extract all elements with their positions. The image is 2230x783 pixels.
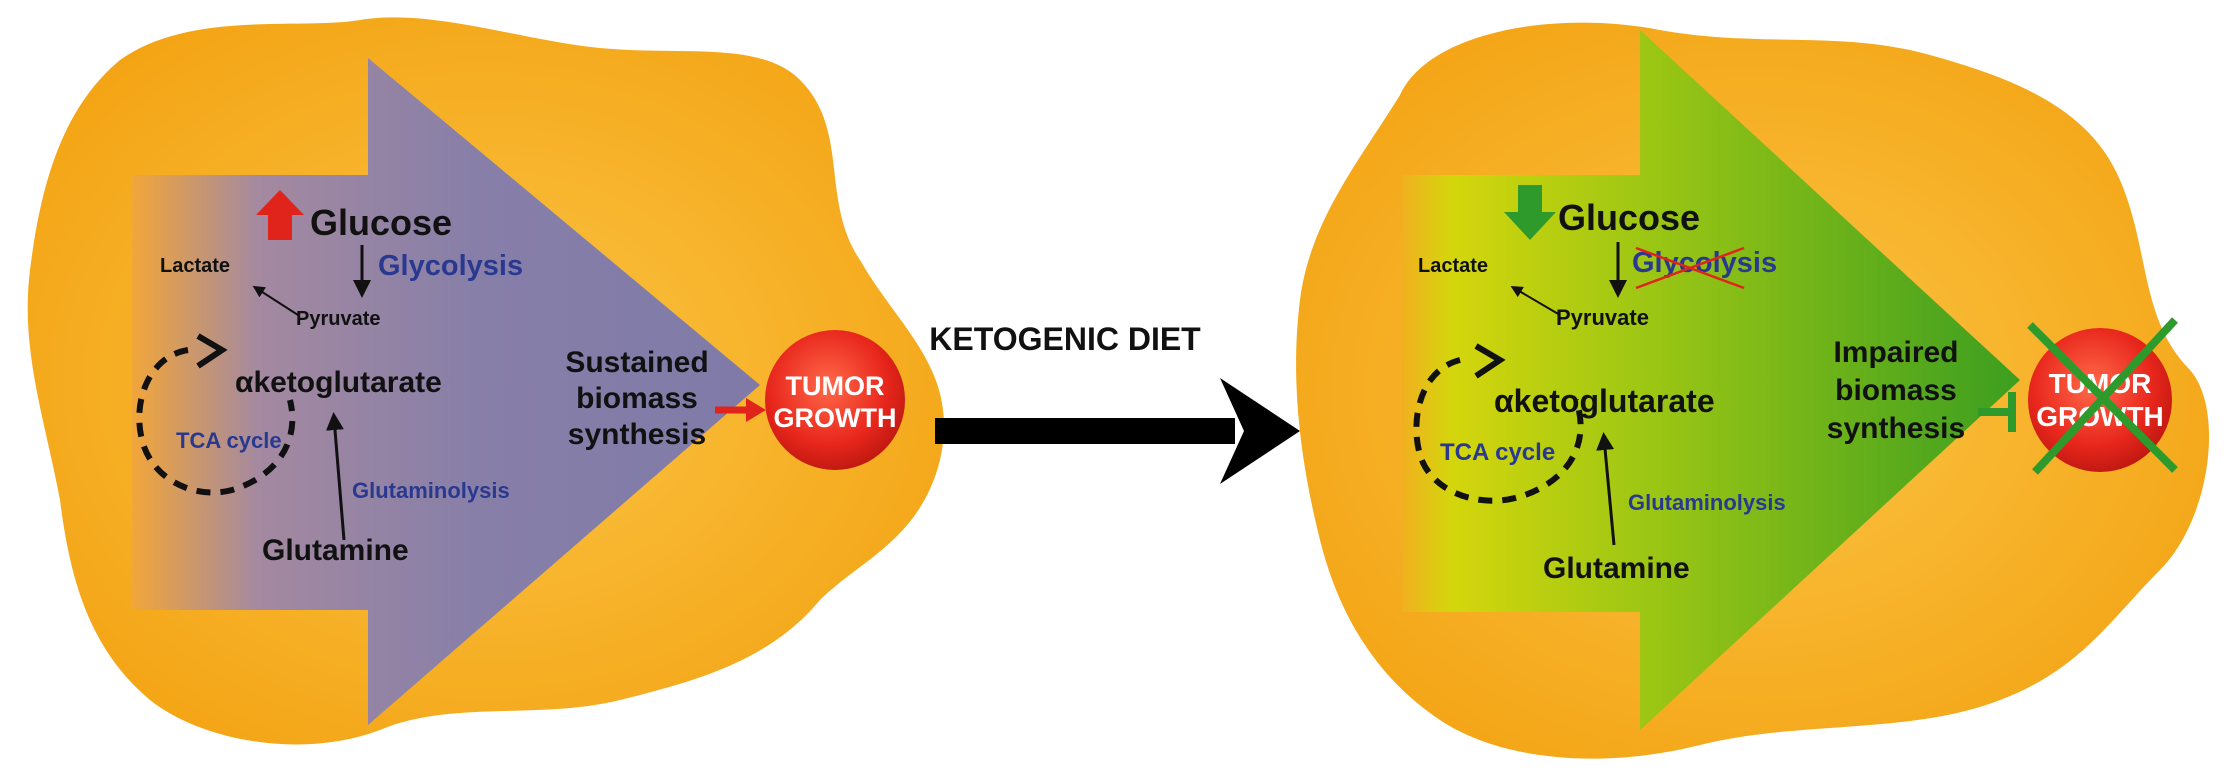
left-glutamine-label: Glutamine <box>262 534 409 567</box>
right-panel: Glucose Glycolysis Lactate Pyruvate TCA … <box>1296 22 2210 759</box>
left-glutaminolysis-label: Glutaminolysis <box>352 478 510 503</box>
right-tca-cycle-icon <box>1413 357 1584 504</box>
center-transition: KETOGENIC DIET <box>929 321 1300 484</box>
glucose-decrease-arrow-icon <box>1504 185 1556 240</box>
left-tumor-circle <box>765 330 905 470</box>
left-akg-label: αketoglutarate <box>235 366 442 399</box>
right-pathway-arrow <box>1402 30 2020 730</box>
right-pyruvate-label: Pyruvate <box>1556 305 1649 330</box>
left-outcome-line3: synthesis <box>568 418 706 451</box>
left-outcome-line2: biomass <box>576 382 698 415</box>
right-glutamine-label: Glutamine <box>1543 552 1690 585</box>
right-inhibit-bar-icon <box>1978 392 2016 432</box>
glucose-increase-arrow-icon <box>256 190 304 240</box>
right-tca-arrowhead-icon <box>1474 343 1506 379</box>
left-panel: Glucose Glycolysis Lactate Pyruvate TCA … <box>27 17 944 745</box>
right-lactate-arrow-icon <box>1510 285 1561 316</box>
ketogenic-arrow-head-icon <box>1220 378 1300 484</box>
right-outcome-line1: Impaired <box>1833 336 1958 369</box>
right-glucose-label: Glucose <box>1558 197 1700 238</box>
left-lactate-label: Lactate <box>160 255 230 277</box>
glycolysis-blocked-icon <box>1635 246 1745 290</box>
right-outcome-line3: synthesis <box>1827 412 1965 445</box>
left-lactate-arrow-icon <box>252 285 299 316</box>
ketogenic-diet-label: KETOGENIC DIET <box>929 321 1201 357</box>
right-glutamine-arrow-icon <box>1596 432 1616 546</box>
left-glutamine-arrow-icon <box>326 412 346 541</box>
tumor-blocked-x-icon <box>2027 317 2178 475</box>
left-tca-arrowhead-icon <box>196 333 228 369</box>
left-outcome-line1: Sustained <box>565 346 708 379</box>
left-tca-cycle-icon <box>136 347 296 496</box>
right-outcome-line2: biomass <box>1835 374 1957 407</box>
right-tca-label: TCA cycle <box>1440 439 1555 466</box>
left-tca-label: TCA cycle <box>176 428 282 453</box>
right-lactate-label: Lactate <box>1418 255 1488 277</box>
right-glutaminolysis-label: Glutaminolysis <box>1628 490 1786 515</box>
left-glucose-label: Glucose <box>310 202 452 243</box>
left-tumor-line1: TUMOR <box>786 371 885 401</box>
left-promote-arrow-icon <box>715 398 766 422</box>
left-tumor-line2: GROWTH <box>774 403 897 433</box>
left-glycolysis-label: Glycolysis <box>378 250 523 282</box>
right-akg-label: αketoglutarate <box>1494 383 1715 419</box>
left-pyruvate-label: Pyruvate <box>296 308 381 330</box>
ketogenic-arrow-shaft <box>935 418 1235 444</box>
